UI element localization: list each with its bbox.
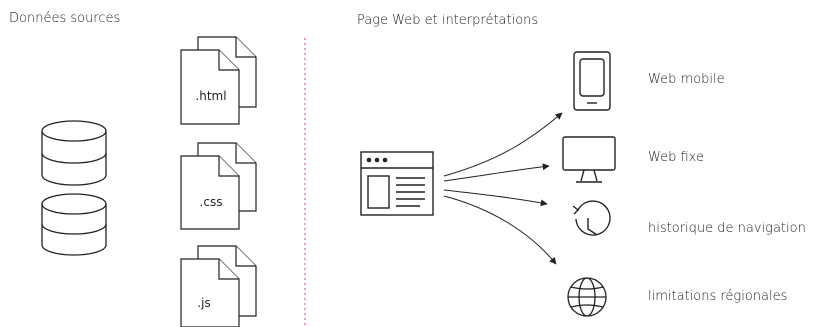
sources-title: Données sources	[9, 11, 121, 26]
database-icon	[41, 193, 107, 256]
arrow-to-web-mobile	[443, 112, 563, 177]
database-icon	[41, 120, 107, 186]
css-file-icon	[180, 142, 257, 230]
js-file-label: .js	[197, 296, 211, 310]
js-file-icon	[180, 245, 257, 327]
arrow-to-regional	[443, 195, 557, 265]
outputs-title: Page Web et interprétations	[357, 13, 539, 28]
history-label: historique de navigation	[648, 221, 806, 236]
html-file-label: .html	[195, 89, 227, 103]
regional-label: limitations régionales	[648, 289, 788, 304]
globe-icon	[567, 277, 607, 317]
mobile-phone-icon	[573, 51, 611, 111]
arrow-to-history	[443, 189, 548, 207]
web-mobile-label: Web mobile	[648, 72, 725, 87]
arrow-to-web-fixe	[443, 163, 550, 182]
css-file-label: .css	[199, 195, 223, 209]
web-fixe-label: Web fixe	[648, 150, 704, 165]
history-clock-icon	[572, 200, 611, 236]
html-file-icon	[180, 36, 257, 125]
browser-window-icon	[360, 151, 434, 216]
desktop-monitor-icon	[562, 136, 616, 183]
